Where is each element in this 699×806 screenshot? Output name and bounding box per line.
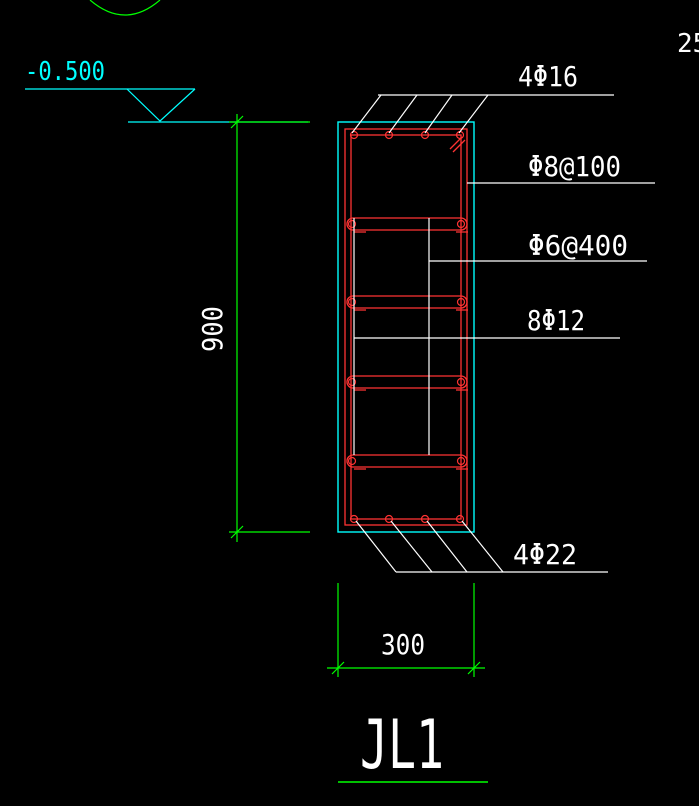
side-bar [456,297,466,307]
side-bar [456,377,466,387]
bottom-bar [420,514,430,524]
side-bar [456,456,466,466]
side-bar [347,297,357,307]
stirrup-hook [449,136,466,153]
elevation-label: -0.500 [25,57,105,87]
tie-bar-4 [346,454,468,468]
beam-section-outline [337,121,475,533]
stirrup-inner [350,134,462,520]
bottom-bars-label: 4Φ22 [513,538,577,571]
side-bars-label: 8Φ12 [527,304,585,337]
stirrup-label: Φ8@100 [528,150,621,183]
height-dimension: 900 [196,114,310,542]
corner-text: 25 [677,29,699,59]
section-title: JL1 [360,706,444,785]
side-bar [347,219,357,229]
tie-bar-2 [346,295,468,309]
width-dimension: 300 [327,583,485,677]
bottom-bar [455,514,465,524]
partial-circle-arc [89,0,161,16]
side-bar [347,377,357,387]
leader-lines [351,94,655,573]
top-bars-label: 4Φ16 [518,60,578,93]
stirrup-outer [344,128,468,526]
top-bar [420,130,430,140]
bottom-bar [349,514,359,524]
top-bar [384,130,394,140]
side-bar [456,219,466,229]
side-bar [347,456,357,466]
rebar-cage [344,128,468,526]
bottom-bar [384,514,394,524]
width-dimension-label: 300 [381,628,425,661]
tie-lines [353,218,466,455]
tie-bar-1 [346,217,468,231]
tie-bar-3 [346,375,468,389]
top-bar [349,130,359,140]
elevation-marker: -0.500 [25,57,308,123]
tie-bar-label: Φ6@400 [528,229,628,262]
rebar-dots [347,130,466,524]
height-dimension-label: 900 [196,306,229,352]
